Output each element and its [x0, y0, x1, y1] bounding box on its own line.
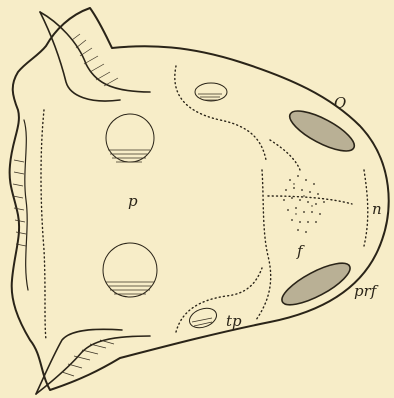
suture-frontal-inner	[268, 196, 352, 204]
suture-lower	[176, 268, 262, 332]
label-tp: tp	[226, 312, 242, 330]
orbit-upper	[285, 104, 360, 159]
suture-frontal	[256, 170, 271, 320]
upper-small-pit	[195, 83, 227, 101]
suture-left	[41, 110, 46, 340]
suture-nasal	[364, 170, 368, 246]
orbit-lower	[277, 256, 355, 313]
suture-orbit-back	[270, 140, 300, 170]
label-n: n	[372, 200, 382, 218]
suture-upper	[175, 66, 266, 160]
skull-outline	[10, 8, 389, 390]
label-p: p	[128, 192, 138, 210]
lower-round-depression	[103, 243, 157, 297]
label-o: O	[334, 94, 346, 112]
label-prf: prf	[354, 282, 379, 300]
stippled-patch	[283, 175, 325, 233]
upper-round-depression	[106, 114, 154, 162]
tp-pit	[187, 305, 219, 331]
label-f: f	[296, 242, 305, 260]
left-margin-contour	[24, 120, 28, 290]
